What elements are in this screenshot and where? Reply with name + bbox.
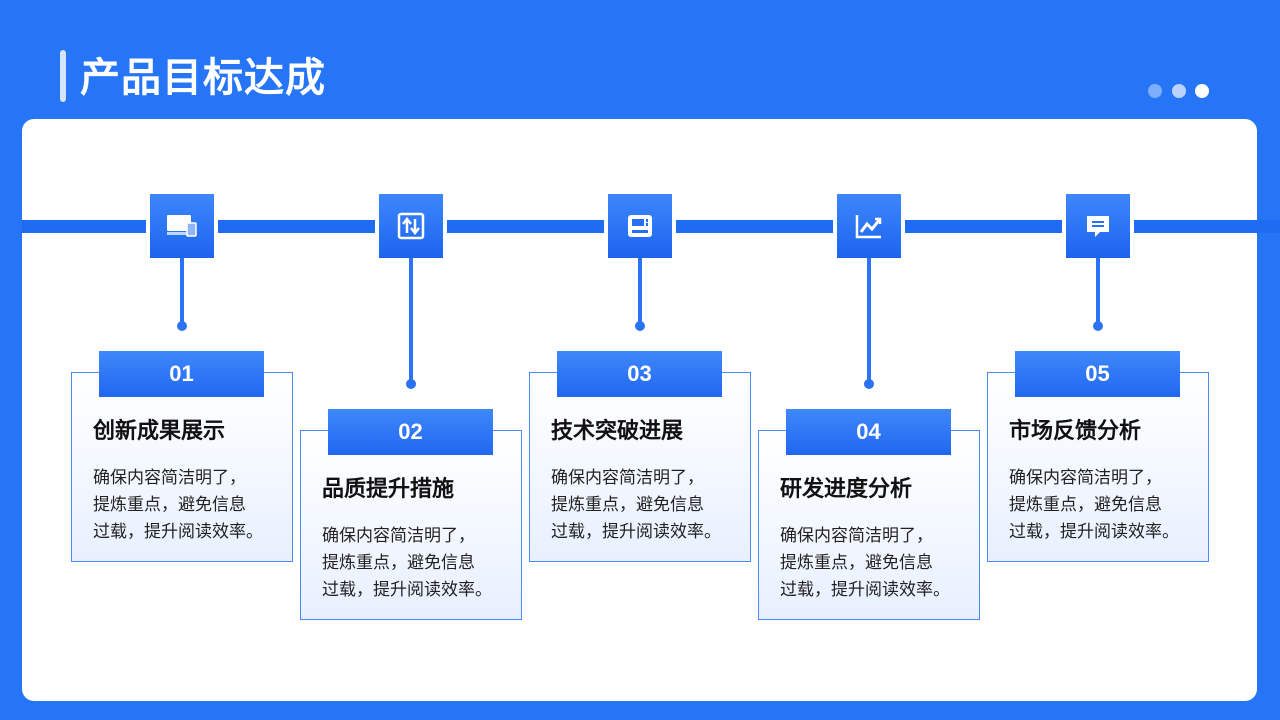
title-accent-bar xyxy=(60,50,66,102)
description-line: 确保内容简洁明了， xyxy=(93,468,246,488)
timeline-connector-dot xyxy=(635,321,645,331)
timeline-icon-box xyxy=(150,194,214,258)
timeline-icon-box xyxy=(1066,194,1130,258)
milestone-card: 创新成果展示确保内容简洁明了， 提炼重点，避免信息过载，提升阅读效率。 xyxy=(71,372,293,562)
description-line: 确保内容简洁明了， xyxy=(322,526,475,546)
trend-chart-icon xyxy=(853,211,885,241)
description-line: 过载，提升阅读效率。 xyxy=(93,522,263,542)
description-line: 确保内容简洁明了， xyxy=(1009,468,1162,488)
indicator-dot-3 xyxy=(1195,84,1209,98)
milestone-card: 市场反馈分析确保内容简洁明了， 提炼重点，避免信息过载，提升阅读效率。 xyxy=(987,372,1209,562)
milestone-number: 05 xyxy=(1015,351,1180,397)
description-line: 提炼重点，避免信息 xyxy=(322,553,475,573)
milestone-title: 品质提升措施 xyxy=(322,477,455,502)
milestone-number: 04 xyxy=(786,409,951,455)
description-line: 提炼重点，避免信息 xyxy=(93,495,246,515)
milestone-card: 技术突破进展确保内容简洁明了， 提炼重点，避免信息过载，提升阅读效率。 xyxy=(529,372,751,562)
description-line: 提炼重点，避免信息 xyxy=(1009,495,1162,515)
indicator-dot-1 xyxy=(1148,84,1162,98)
milestone-title: 创新成果展示 xyxy=(93,419,226,444)
timeline-connector xyxy=(409,258,413,384)
description-line: 过载，提升阅读效率。 xyxy=(551,522,721,542)
milestone-card: 研发进度分析确保内容简洁明了， 提炼重点，避免信息过载，提升阅读效率。 xyxy=(758,430,980,620)
timeline-connector xyxy=(1096,258,1100,326)
timeline-connector xyxy=(180,258,184,326)
milestone-card: 品质提升措施确保内容简洁明了， 提炼重点，避免信息过载，提升阅读效率。 xyxy=(300,430,522,620)
device-panel-icon xyxy=(625,211,655,241)
description-line: 过载，提升阅读效率。 xyxy=(322,580,492,600)
monitor-icon xyxy=(165,211,199,241)
description-line: 提炼重点，避免信息 xyxy=(780,553,933,573)
milestone-title: 市场反馈分析 xyxy=(1009,419,1142,444)
description-line: 确保内容简洁明了， xyxy=(551,468,704,488)
indicator-dot-2 xyxy=(1172,84,1186,98)
milestone-number: 01 xyxy=(99,351,264,397)
milestone-description: 确保内容简洁明了， 提炼重点，避免信息过载，提升阅读效率。 xyxy=(1009,465,1199,546)
timeline-connector xyxy=(638,258,642,326)
milestone-description: 确保内容简洁明了， 提炼重点，避免信息过载，提升阅读效率。 xyxy=(551,465,741,546)
timeline-icon-box xyxy=(608,194,672,258)
page-title: 产品目标达成 xyxy=(80,55,326,101)
timeline-icon-box xyxy=(379,194,443,258)
description-line: 过载，提升阅读效率。 xyxy=(780,580,950,600)
timeline-connector-dot xyxy=(177,321,187,331)
milestone-description: 确保内容简洁明了， 提炼重点，避免信息过载，提升阅读效率。 xyxy=(780,523,970,604)
milestone-description: 确保内容简洁明了， 提炼重点，避免信息过载，提升阅读效率。 xyxy=(93,465,283,546)
milestone-number: 03 xyxy=(557,351,722,397)
timeline-connector-dot xyxy=(1093,321,1103,331)
message-icon xyxy=(1083,211,1113,241)
swap-arrows-icon xyxy=(396,211,426,241)
timeline-connector-dot xyxy=(864,379,874,389)
milestone-description: 确保内容简洁明了， 提炼重点，避免信息过载，提升阅读效率。 xyxy=(322,523,512,604)
description-line: 确保内容简洁明了， xyxy=(780,526,933,546)
timeline-connector-dot xyxy=(406,379,416,389)
milestone-title: 研发进度分析 xyxy=(780,477,913,502)
milestone-title: 技术突破进展 xyxy=(551,419,684,444)
timeline-connector xyxy=(867,258,871,384)
timeline-icon-box xyxy=(837,194,901,258)
description-line: 过载，提升阅读效率。 xyxy=(1009,522,1179,542)
description-line: 提炼重点，避免信息 xyxy=(551,495,704,515)
milestone-number: 02 xyxy=(328,409,493,455)
